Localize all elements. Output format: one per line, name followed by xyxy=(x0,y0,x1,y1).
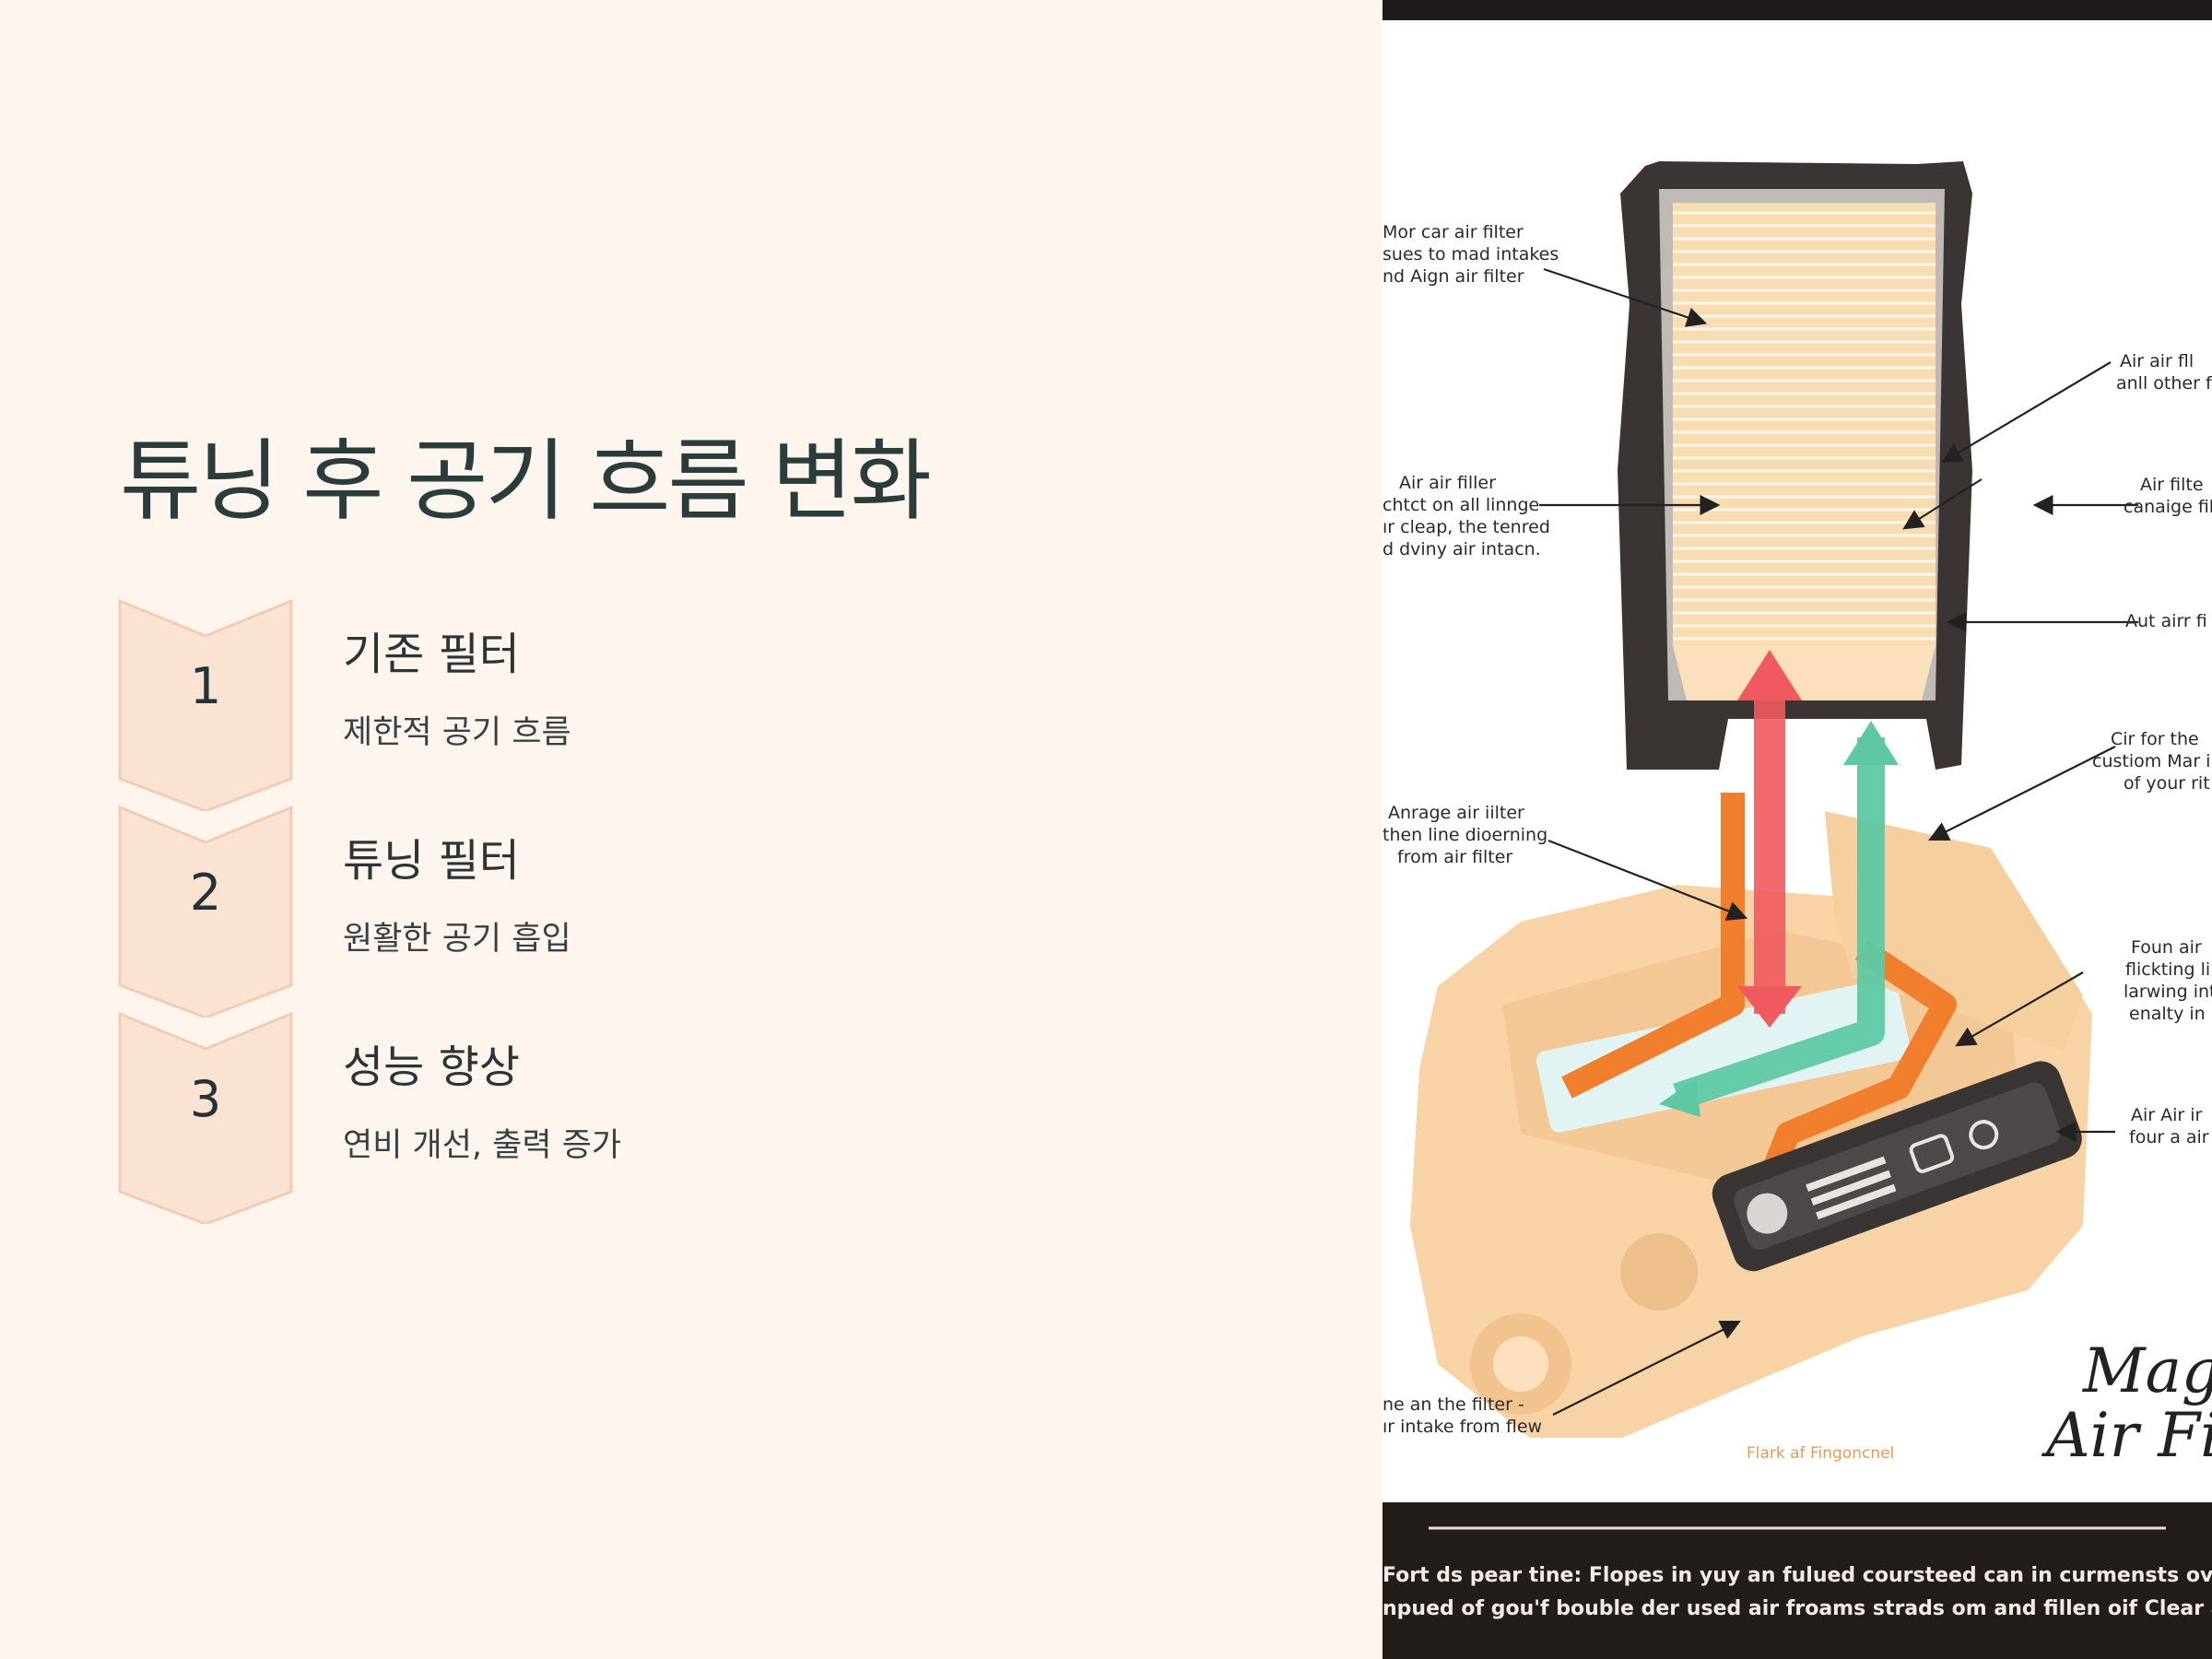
script-title: Air Fil xyxy=(2041,1400,2212,1471)
step-number: 2 xyxy=(118,868,293,918)
step-description: 제한적 공기 흐름 xyxy=(343,713,571,752)
annotation: d dviny air intacn. xyxy=(1382,539,1541,559)
top-frame-bar xyxy=(1382,0,2212,20)
step-item: 3 성능 향상 연비 개선, 출력 증가 xyxy=(118,1012,1040,1224)
step-description: 원활한 공기 흡입 xyxy=(343,920,571,959)
annotation: flickting li xyxy=(2125,959,2210,980)
step-number: 3 xyxy=(118,1075,293,1124)
annotation: then line dioerning xyxy=(1382,825,1547,845)
caption-line: Fort ds pear tine: Flopes in yuy an fulu… xyxy=(1382,1564,2212,1587)
annotation: nd Aign air filter xyxy=(1382,266,1524,287)
annotation: chtct on all linnge xyxy=(1382,495,1539,515)
step-description: 연비 개선, 출력 증가 xyxy=(343,1126,621,1165)
annotation: canaige fil xyxy=(2124,497,2212,517)
annotation: anll other f xyxy=(2116,373,2212,394)
annotation: Air air fll xyxy=(2120,351,2194,371)
annotation: ır cleap, the tenred xyxy=(1382,517,1550,537)
annotation: enalty in xyxy=(2129,1004,2206,1024)
step-title: 튜닝 필터 xyxy=(343,835,520,888)
annotation: four a air xyxy=(2129,1127,2209,1147)
annotation: Flark af Fingoncnel xyxy=(1747,1444,1894,1463)
step-item: 2 튜닝 필터 원활한 공기 흡입 xyxy=(118,806,1040,1018)
annotation: ır intake from flew xyxy=(1382,1417,1542,1437)
annotation: Mor car air filter xyxy=(1382,222,1524,242)
step-number: 1 xyxy=(118,662,293,712)
annotation: Air Air ir xyxy=(2131,1105,2203,1125)
illustration-canvas: Mor car air filter sues to mad intakes n… xyxy=(1382,0,2212,1659)
annotation: Aut airr fi xyxy=(2125,611,2207,631)
step-list: 1 기존 필터 제한적 공기 흐름 2 튜닝 필터 원활한 공기 흡입 3 성능… xyxy=(118,599,1040,1226)
annotation: custiom Mar i xyxy=(2092,751,2210,771)
step-item: 1 기존 필터 제한적 공기 흐름 xyxy=(118,599,1040,811)
script-title: Maga xyxy=(2082,1335,2212,1406)
annotation: of your rit xyxy=(2124,773,2210,794)
red-flow-arrow xyxy=(1754,691,1785,1014)
slide-title: 튜닝 후 공기 흐름 변화 xyxy=(120,433,929,531)
annotation: Air filte xyxy=(2140,475,2204,495)
annotation: from air filter xyxy=(1397,847,1512,867)
filter-element xyxy=(1673,203,1936,645)
annotation: ne an the filter - xyxy=(1382,1394,1524,1415)
step-title: 성능 향상 xyxy=(343,1041,520,1095)
annotation: Cir for the xyxy=(2111,729,2199,749)
annotation: sues to mad intakes xyxy=(1382,244,1559,265)
annotation: Anrage air iilter xyxy=(1388,803,1524,823)
annotation: Foun air xyxy=(2131,937,2202,958)
step-title: 기존 필터 xyxy=(343,629,520,682)
annotation: Air air filler xyxy=(1399,473,1496,493)
air-filter-illustration: Mor car air filter sues to mad intakes n… xyxy=(1382,0,2212,1659)
caption-line: npued of gou'f bouble der used air froam… xyxy=(1382,1597,2212,1620)
annotation: larwing int xyxy=(2124,982,2212,1002)
